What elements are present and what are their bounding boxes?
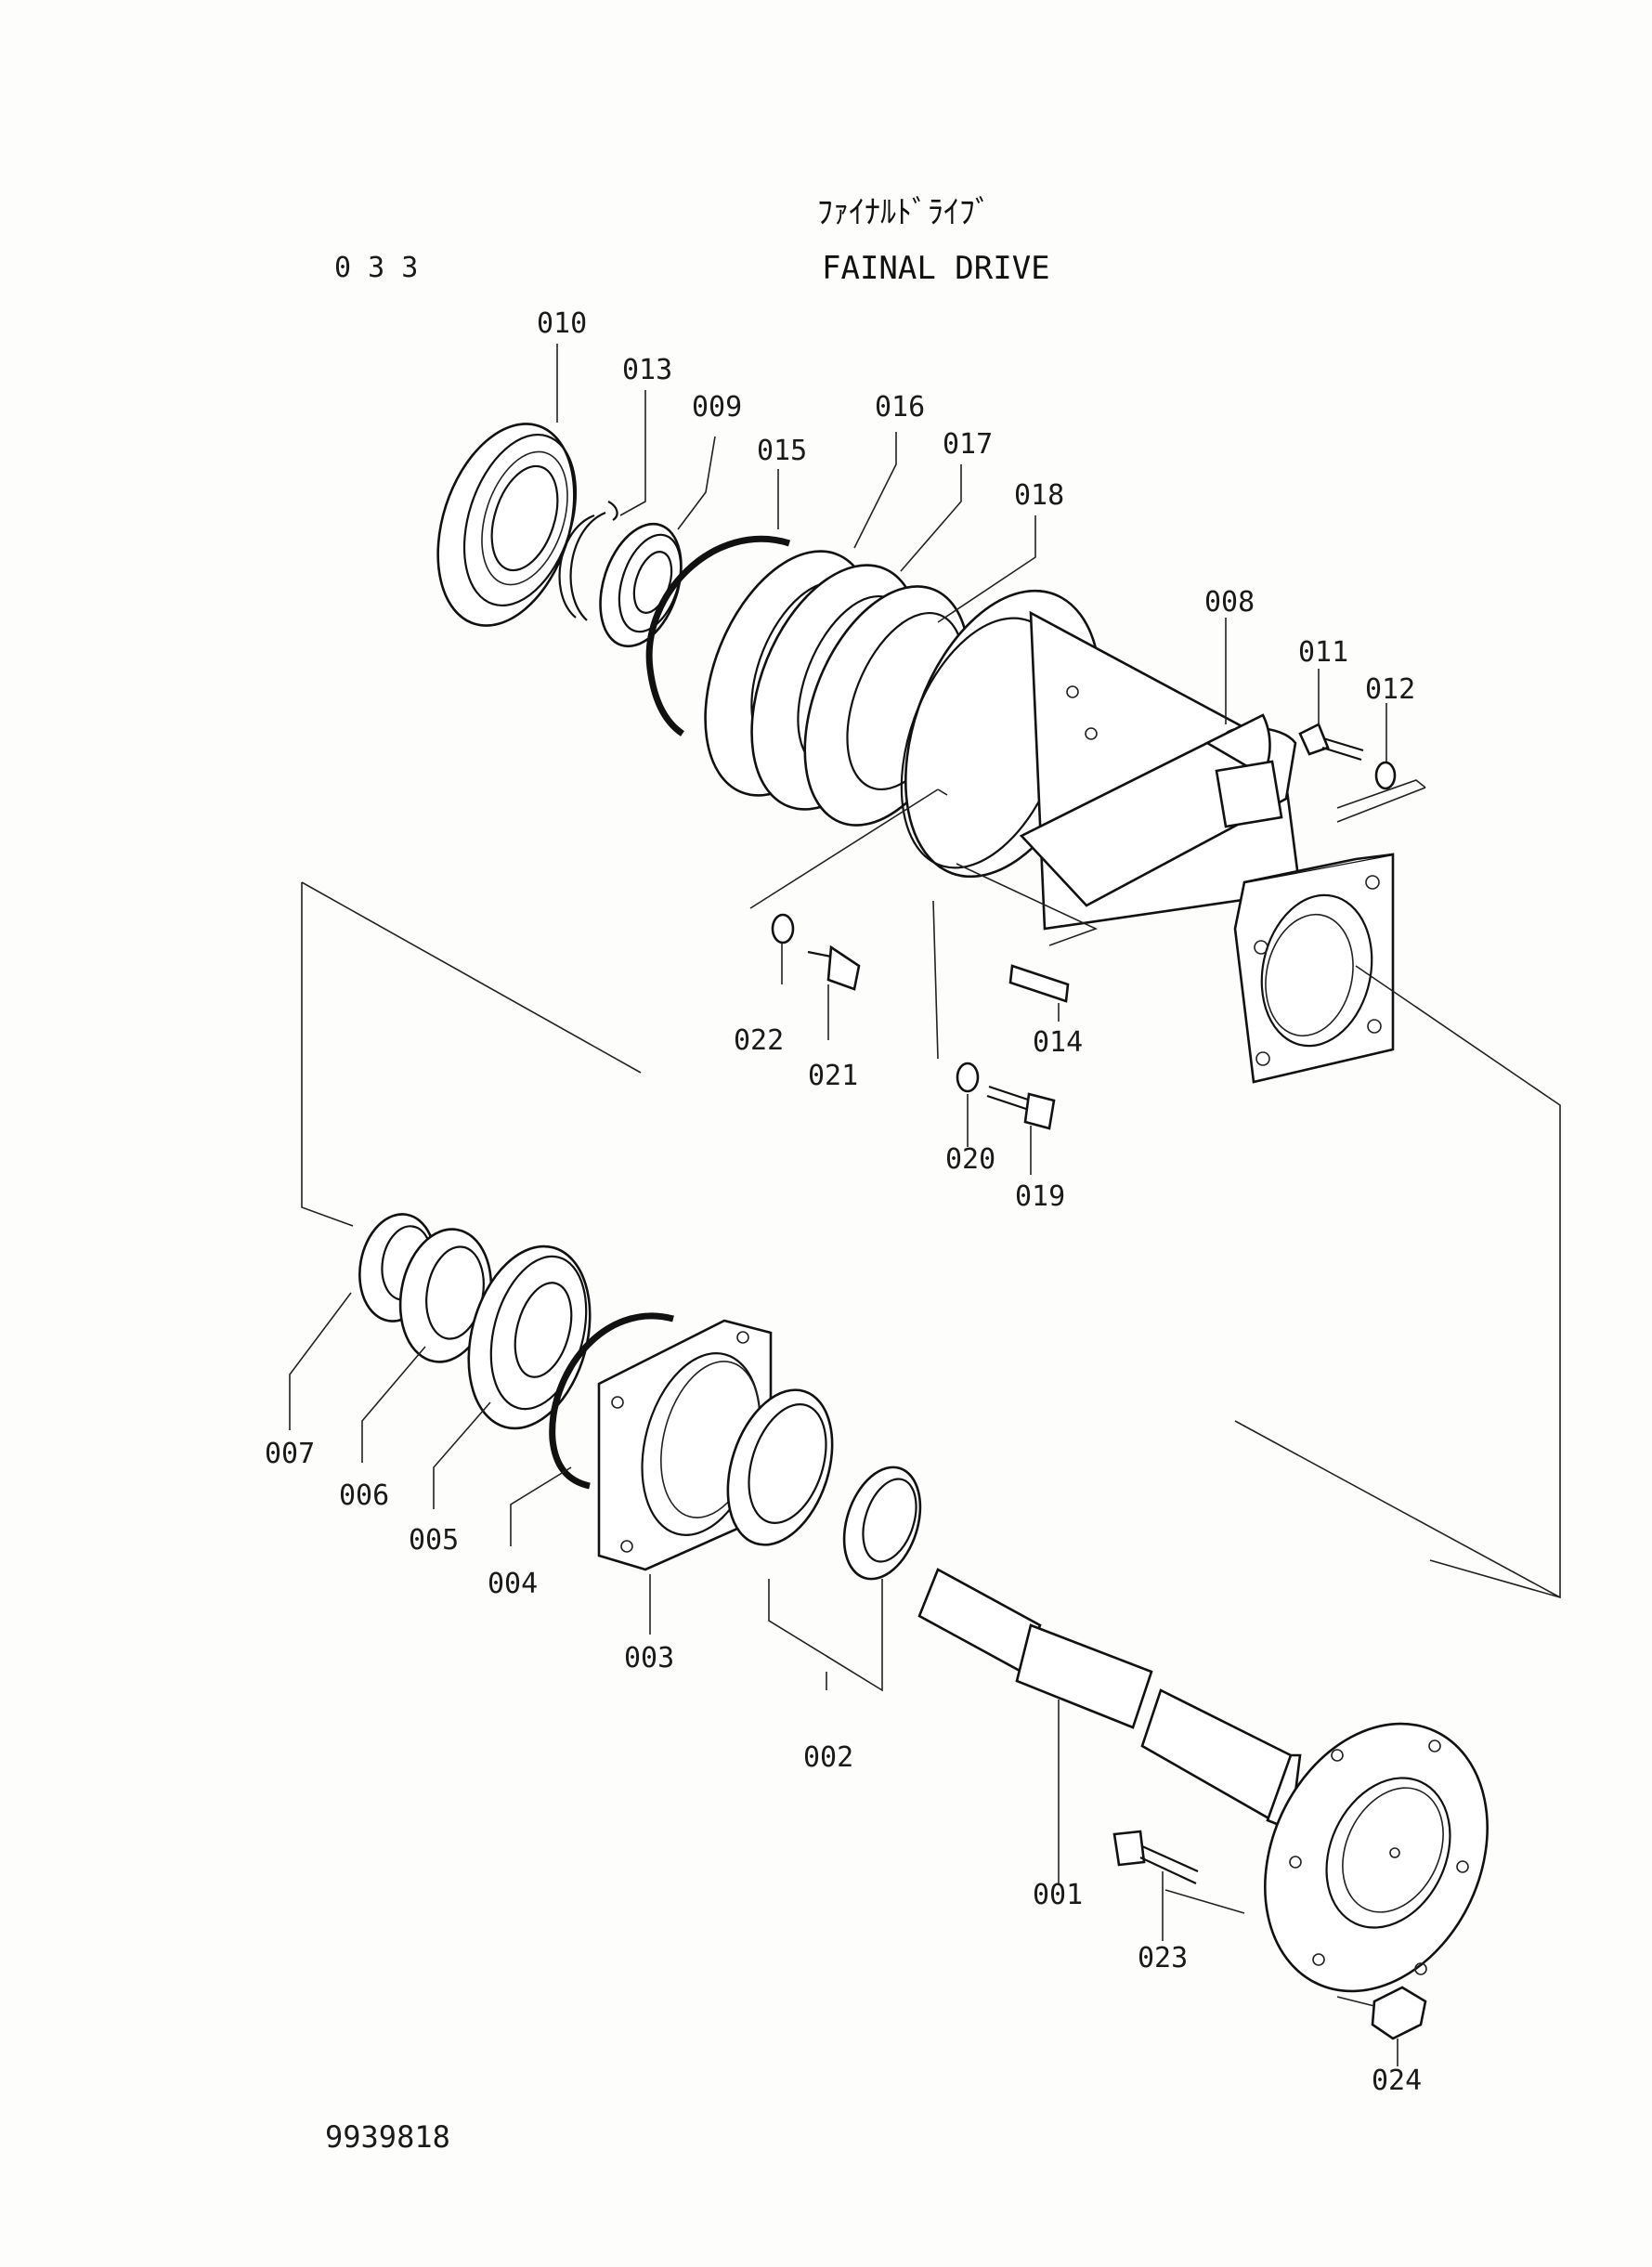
leader-lines [289, 344, 1398, 2066]
label-015: 015 [757, 435, 807, 467]
drawing-number: 9939818 [325, 2119, 450, 2155]
label-019: 019 [1015, 1180, 1065, 1213]
label-004: 004 [488, 1568, 538, 1600]
part-024-nut [1371, 1986, 1427, 2040]
part-012-washer [1374, 761, 1397, 790]
part-023-bolt [1112, 1830, 1199, 1884]
label-006: 006 [339, 1479, 389, 1512]
label-001: 001 [1033, 1879, 1083, 1911]
label-014: 014 [1033, 1026, 1083, 1059]
part-020-washer [956, 1062, 980, 1093]
part-004-o-ring [549, 1312, 674, 1490]
part-001-axle-shaft [917, 1568, 1489, 1993]
label-020: 020 [945, 1143, 995, 1176]
group-number: 0 3 3 [334, 252, 418, 284]
part-010-bearing [436, 423, 578, 627]
part-008-axle-housing [900, 589, 1395, 1084]
part-022-washer [771, 913, 795, 945]
part-011-bolt [1298, 723, 1364, 762]
label-016: 016 [875, 391, 925, 423]
part-013-snap-ring [558, 501, 618, 621]
label-007: 007 [265, 1438, 315, 1470]
part-019-bolt [986, 1085, 1056, 1130]
label-003: 003 [624, 1642, 674, 1674]
label-008: 008 [1204, 586, 1255, 619]
part-014-pin [1008, 964, 1070, 1003]
part-labels: 010 013 009 015 016 017 018 008 011 012 … [265, 307, 1422, 2097]
label-009: 009 [692, 391, 742, 423]
label-011: 011 [1298, 636, 1348, 669]
label-024: 024 [1372, 2065, 1422, 2097]
label-018: 018 [1014, 479, 1064, 512]
label-017: 017 [943, 428, 993, 461]
label-023: 023 [1138, 1942, 1188, 1974]
label-021: 021 [808, 1060, 858, 1092]
label-005: 005 [409, 1524, 459, 1557]
label-013: 013 [622, 354, 672, 386]
guide-lines-lower [1164, 1420, 1561, 2007]
part-015-o-ring [645, 535, 791, 736]
part-021-bolt [807, 945, 861, 991]
label-012: 012 [1365, 673, 1415, 706]
part-002-oil-seal [726, 1388, 922, 1581]
label-002: 002 [803, 1741, 853, 1774]
part-009-bearing [599, 522, 683, 648]
guide-lines-upper [301, 779, 1561, 1599]
title-english: FAINAL DRIVE [822, 250, 1050, 287]
label-022: 022 [734, 1024, 784, 1057]
title-japanese: ﾌｧｲﾅﾙﾄﾞﾗｲﾌﾞ [817, 194, 991, 231]
label-010: 010 [537, 307, 587, 340]
